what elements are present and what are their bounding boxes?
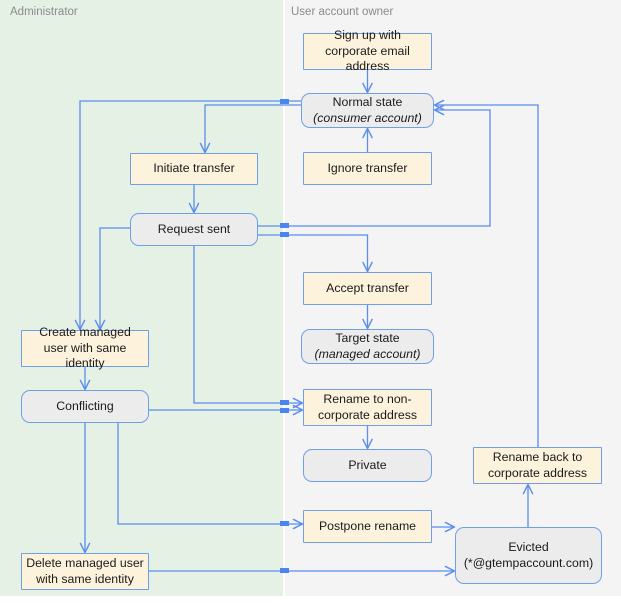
node-request-sent-label: Request sent [157,221,231,236]
node-ignore-transfer[interactable]: Ignore transfer [303,152,432,185]
node-evicted-label: Evicted [508,539,549,554]
node-delete-managed-user-label: Delete managed user with same identity [26,555,144,586]
node-evicted-sublabel: (*@gtempaccount.com) [463,555,594,570]
node-create-managed-user-label: Create managed user with same identity [39,324,131,371]
node-private-label: Private [348,457,387,472]
node-rename-to-non-corporate-label: Rename to non-corporate address [317,391,418,422]
node-accept-transfer[interactable]: Accept transfer [303,272,432,305]
node-delete-managed-user[interactable]: Delete managed user with same identity [21,553,149,590]
node-target-state-sublabel: (managed account) [314,346,421,361]
node-sign-up[interactable]: Sign up with corporate email address [303,28,432,73]
node-target-state-label: Target state [335,330,400,345]
swimlane-title-user-account-owner: User account owner [291,6,394,18]
node-initiate-transfer-label: Initiate transfer [153,161,235,176]
node-accept-transfer-label: Accept transfer [326,280,409,295]
node-create-managed-user[interactable]: Create managed user with same identity [21,325,149,370]
node-normal-state-label: Normal state [332,94,403,109]
node-request-sent[interactable]: Request sent [130,213,258,246]
node-rename-back-to-corporate[interactable]: Rename back to corporate address [473,447,602,484]
node-ignore-transfer-label: Ignore transfer [327,160,408,175]
node-postpone-rename-label: Postpone rename [318,518,417,533]
node-normal-state-sublabel: (consumer account) [313,110,422,125]
node-rename-back-to-corporate-label: Rename back to corporate address [487,449,588,480]
swimlane-administrator: Administrator [0,0,283,596]
node-rename-to-non-corporate[interactable]: Rename to non-corporate address [303,389,432,426]
swimlane-title-administrator: Administrator [10,6,78,18]
node-normal-state[interactable]: Normal state (consumer account) [301,93,434,128]
node-conflicting-label: Conflicting [56,398,114,413]
node-target-state[interactable]: Target state (managed account) [301,329,434,364]
node-evicted[interactable]: Evicted (*@gtempaccount.com) [455,527,602,584]
node-private[interactable]: Private [303,449,432,482]
node-conflicting[interactable]: Conflicting [21,390,149,423]
node-postpone-rename[interactable]: Postpone rename [303,510,432,543]
node-sign-up-label: Sign up with corporate email address [325,27,410,74]
node-initiate-transfer[interactable]: Initiate transfer [130,153,258,185]
